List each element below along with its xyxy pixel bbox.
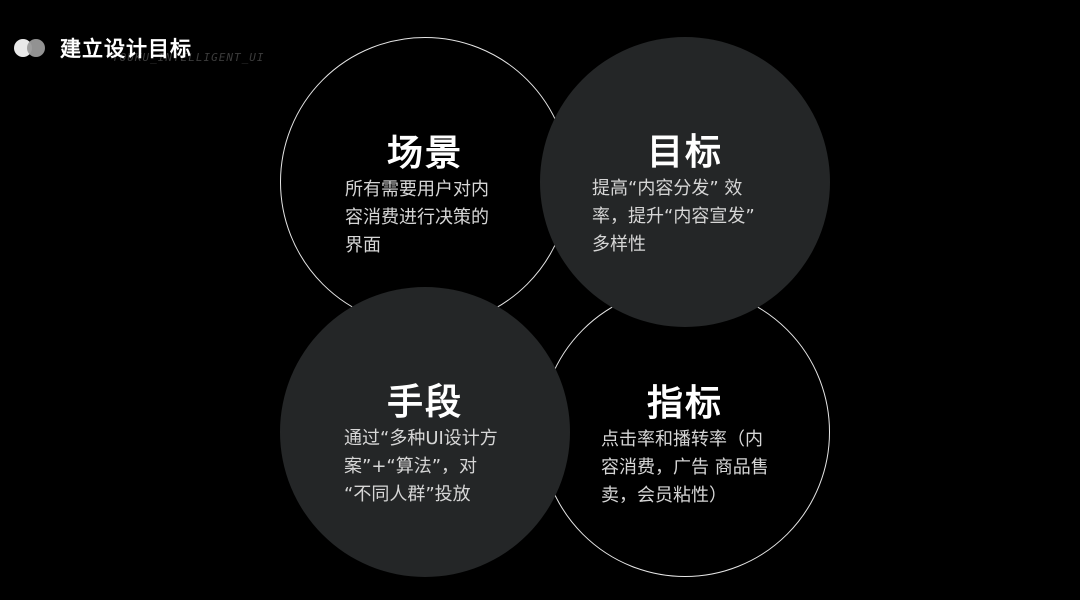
page-subtitle-watermark: YOUKU_INTELLIGENT_UI	[112, 51, 265, 64]
means-circle: 手段 通过“多种UI设计方 案”+“算法”，对 “不同人群”投放	[280, 287, 570, 577]
logo-icon	[14, 37, 50, 59]
scene-heading: 场景	[386, 133, 463, 174]
kpi-circle: 指标 点击率和播转率（内 容消费，广告 商品售 卖，会员粘性）	[540, 287, 830, 577]
header: 建立设计目标 YOUKU_INTELLIGENT_UI	[14, 33, 263, 64]
scene-circle: 场景 所有需要用户对内 容消费进行决策的 界面	[280, 37, 570, 327]
page-title: 建立设计目标	[60, 37, 192, 61]
goal-description: 提高“内容分发” 效 率，提升“内容宣发” 多样性	[592, 178, 755, 255]
means-description: 通过“多种UI设计方 案”+“算法”，对 “不同人群”投放	[344, 428, 498, 505]
means-heading: 手段	[386, 382, 463, 423]
title-group: 建立设计目标 YOUKU_INTELLIGENT_UI	[60, 33, 263, 64]
kpi-heading: 指标	[646, 383, 723, 424]
kpi-description: 点击率和播转率（内 容消费，广告 商品售 卖，会员粘性）	[601, 429, 769, 506]
goal-circle: 目标 提高“内容分发” 效 率，提升“内容宣发” 多样性	[540, 37, 830, 327]
goal-heading: 目标	[646, 132, 723, 173]
scene-description: 所有需要用户对内 容消费进行决策的 界面	[345, 179, 489, 256]
logo-dot-gray	[27, 39, 45, 57]
